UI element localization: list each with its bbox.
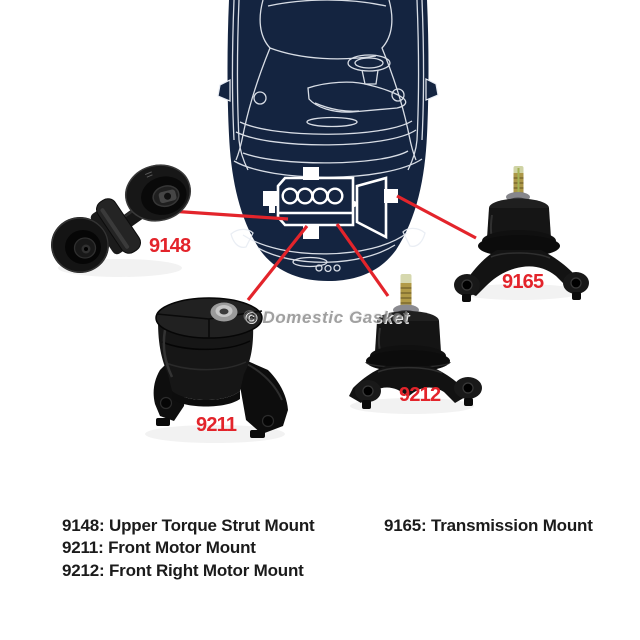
engine-transmission-diagram — [263, 167, 398, 240]
transmission-mount-tab — [384, 189, 398, 203]
part-photo-9165 — [454, 166, 589, 302]
metal-sleeve — [210, 302, 238, 322]
callout-label-9211: 9211 — [196, 414, 237, 436]
engine-mount-tab-left — [263, 191, 279, 206]
legend-item-9211: 9211: Front Motor Mount — [62, 538, 256, 558]
watermark: © Domestic Gasket — [244, 308, 410, 327]
callout-line-9165 — [396, 194, 477, 240]
legend-item-9212: 9212: Front Right Motor Mount — [62, 560, 304, 580]
large-bushing — [125, 164, 191, 222]
right-mirror — [425, 78, 439, 101]
v-bracket — [462, 250, 580, 296]
part-photo-9148 — [51, 164, 191, 277]
engine-block-outline — [276, 176, 355, 227]
callout-label-9212: 9212 — [399, 384, 441, 406]
right-bracket — [234, 355, 288, 434]
car-line-details — [230, 0, 426, 273]
legend-item-9148: 9148: Upper Torque Strut Mount — [62, 516, 315, 535]
part-photo-9211 — [145, 297, 288, 443]
legend-item-9165: 9165: Transmission Mount — [384, 516, 593, 535]
legend-right-column: 9165: Transmission Mount — [384, 515, 593, 537]
legend-left-column: 9148: Upper Torque Strut Mount 9211: Fro… — [62, 515, 315, 582]
left-mirror — [217, 79, 231, 102]
callout-label-9165: 9165 — [502, 271, 544, 293]
rubber-sleeve — [96, 198, 141, 254]
mount-body — [158, 320, 254, 400]
transmission-outline — [355, 176, 388, 240]
callout-label-9148: 9148 — [149, 235, 191, 257]
part-photo-9212 — [349, 274, 482, 414]
callout-line-9212 — [335, 223, 390, 297]
callout-line-9148 — [169, 209, 289, 221]
car-top-view-diagram — [217, 0, 439, 281]
callout-lines — [169, 194, 477, 301]
y-bracket — [349, 366, 467, 403]
callout-line-9211 — [246, 225, 309, 301]
small-bushing — [51, 217, 109, 273]
engine-cylinders — [281, 187, 344, 205]
